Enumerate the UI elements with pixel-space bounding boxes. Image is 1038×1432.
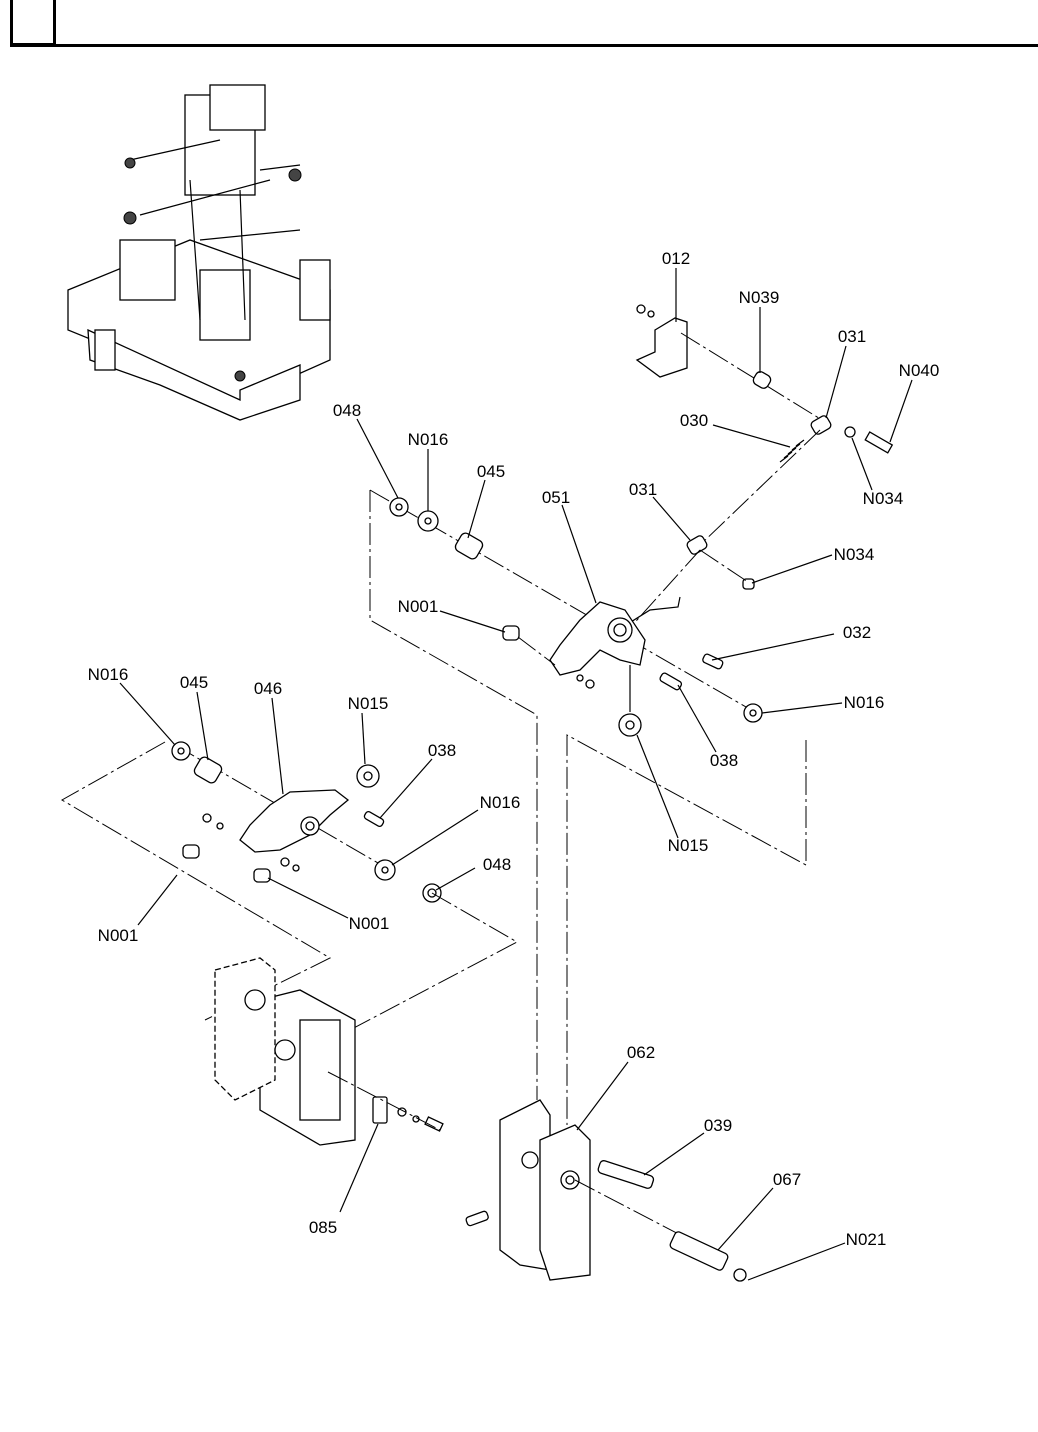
label-045: 045 [180, 673, 208, 692]
lever-051-assembly [370, 490, 806, 1125]
label-n015: N015 [348, 694, 389, 713]
label-039: 039 [704, 1116, 732, 1135]
label-048: 048 [483, 855, 511, 874]
frame-bracket-085 [215, 958, 443, 1145]
label-n021: N021 [846, 1230, 887, 1249]
label-n039: N039 [739, 288, 780, 307]
label-n001: N001 [398, 597, 439, 616]
label-031: 031 [838, 327, 866, 346]
label-046: 046 [254, 679, 282, 698]
label-051: 051 [542, 488, 570, 507]
upper-linkage-parts [626, 305, 892, 630]
label-067: 067 [773, 1170, 801, 1189]
label-031: 031 [629, 480, 657, 499]
label-n040: N040 [899, 361, 940, 380]
label-062: 062 [627, 1043, 655, 1062]
lever-046-assembly [62, 742, 517, 1030]
label-012: 012 [662, 249, 690, 268]
label-n034: N034 [863, 489, 904, 508]
label-n016: N016 [408, 430, 449, 449]
label-048: 048 [333, 401, 361, 420]
label-n016: N016 [480, 793, 521, 812]
assembly-overview-drawing [68, 85, 330, 420]
label-030: 030 [680, 411, 708, 430]
label-n015: N015 [668, 836, 709, 855]
label-038: 038 [710, 751, 738, 770]
label-045: 045 [477, 462, 505, 481]
label-032: 032 [843, 623, 871, 642]
label-n001: N001 [98, 926, 139, 945]
label-n016: N016 [844, 693, 885, 712]
label-085: 085 [309, 1218, 337, 1237]
label-n016: N016 [88, 665, 129, 684]
label-n001: N001 [349, 914, 390, 933]
label-n034: N034 [834, 545, 875, 564]
label-038: 038 [428, 741, 456, 760]
